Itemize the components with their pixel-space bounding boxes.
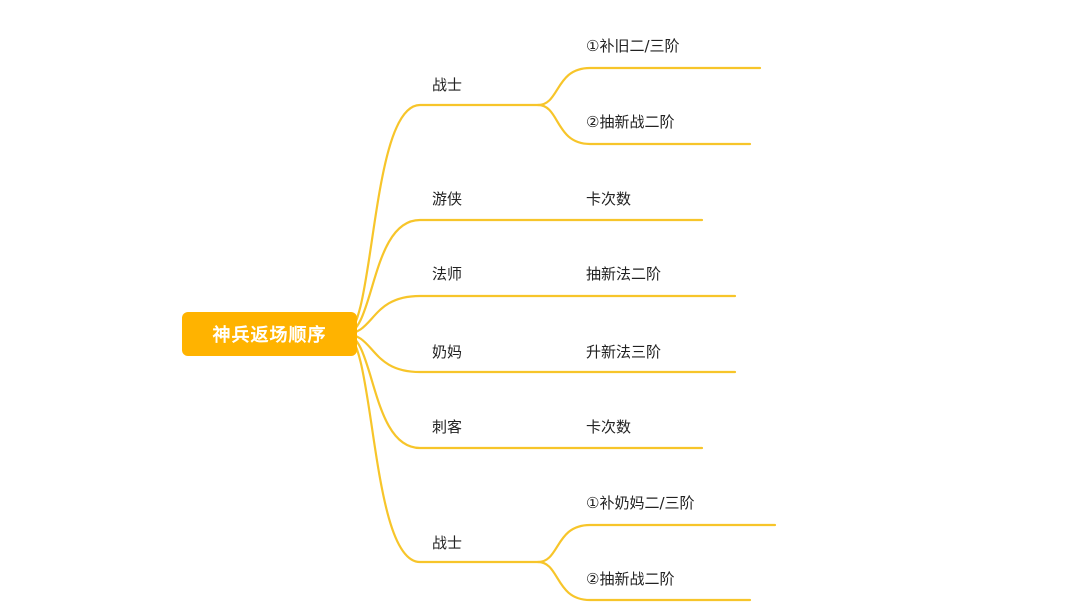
root-node[interactable]: 神兵返场顺序 bbox=[182, 312, 357, 356]
branch-label-warrior-1[interactable]: 战士 bbox=[432, 76, 463, 94]
leaf-label-repair-healer[interactable]: ①补奶妈二/三阶 bbox=[586, 494, 695, 512]
leaf-line-draw-new-warrior-1 bbox=[536, 103, 752, 146]
leaf-label-repair-old[interactable]: ①补旧二/三阶 bbox=[586, 37, 680, 55]
leaf-line-repair-healer bbox=[536, 523, 777, 564]
leaf-label-ranger-limit[interactable]: 卡次数 bbox=[586, 190, 632, 208]
leaf-label-draw-new-warrior-2[interactable]: ②抽新战二阶 bbox=[586, 570, 675, 588]
leaf-label-draw-new-warrior-1[interactable]: ②抽新战二阶 bbox=[586, 113, 675, 131]
leaf-label-assassin-limit[interactable]: 卡次数 bbox=[586, 418, 632, 436]
branch-label-mage[interactable]: 法师 bbox=[432, 265, 463, 283]
branch-line-healer bbox=[343, 332, 737, 374]
branch-label-healer[interactable]: 奶妈 bbox=[432, 343, 463, 361]
leaf-line-draw-new-warrior-2 bbox=[536, 560, 752, 602]
leaf-line-repair-old bbox=[536, 66, 762, 107]
branch-label-assassin[interactable]: 刺客 bbox=[432, 418, 463, 436]
branch-label-warrior-2[interactable]: 战士 bbox=[432, 534, 463, 552]
branch-line-mage bbox=[343, 294, 737, 336]
leaf-label-upgrade-new-mage[interactable]: 升新法三阶 bbox=[586, 343, 662, 361]
branch-label-ranger[interactable]: 游侠 bbox=[432, 190, 463, 208]
leaf-label-draw-new-mage[interactable]: 抽新法二阶 bbox=[586, 265, 662, 283]
